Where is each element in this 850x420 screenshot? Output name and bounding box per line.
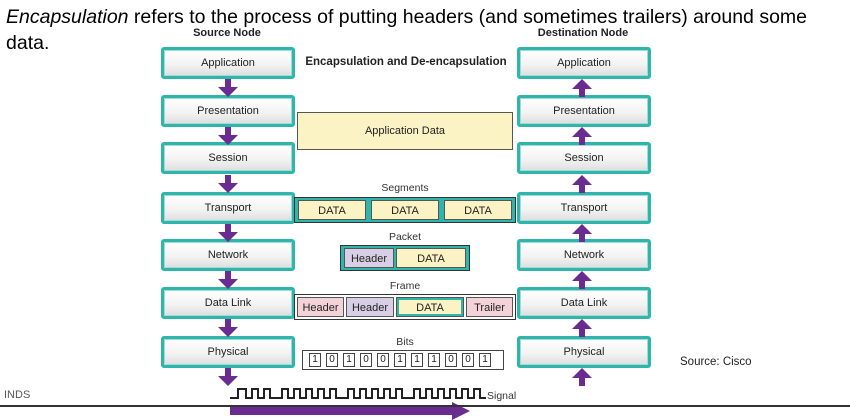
signal-label: Signal <box>487 390 517 402</box>
destination-layer-physical: Physical <box>517 336 651 368</box>
source-layer-network: Network <box>161 239 295 271</box>
intro-emphasis: Encapsulation <box>6 6 129 28</box>
source-layer-presentation: Presentation <box>161 95 295 127</box>
source-layer-physical: Physical <box>161 336 295 368</box>
destination-layer-session: Session <box>517 142 651 174</box>
down-arrow-icon <box>218 368 238 386</box>
bits-label: Bits <box>396 336 414 348</box>
frame-data-cell: DATA <box>396 297 464 317</box>
intro-rest: refers to the process of putting headers… <box>6 6 808 54</box>
bit-cell: 1 <box>343 353 355 367</box>
bits-frame <box>302 350 504 370</box>
destination-node-title: Destination Node <box>537 27 629 39</box>
up-arrow-icon <box>572 175 592 193</box>
frame-label: Frame <box>389 280 421 292</box>
application-data-box: Application Data <box>297 112 513 150</box>
source-layer-session: Session <box>161 142 295 174</box>
bit-cell: 0 <box>326 353 338 367</box>
bit-cell: 0 <box>445 353 457 367</box>
down-arrow-icon <box>218 79 238 97</box>
packet-header-cell: Header <box>344 248 394 268</box>
bit-cell: 1 <box>428 353 440 367</box>
source-layer-application: Application <box>161 47 295 79</box>
up-arrow-icon <box>572 368 592 386</box>
destination-layer-transport: Transport <box>517 192 651 224</box>
destination-layer-data-link: Data Link <box>517 287 651 319</box>
bit-cell: 0 <box>462 353 474 367</box>
source-layer-data-link: Data Link <box>161 287 295 319</box>
bit-cell: 1 <box>411 353 423 367</box>
bit-cell: 1 <box>479 353 491 367</box>
down-arrow-icon <box>218 319 238 337</box>
destination-layer-network: Network <box>517 239 651 271</box>
frame-header-cell: Header <box>346 297 394 317</box>
up-arrow-icon <box>572 319 592 337</box>
bit-cell: 0 <box>377 353 389 367</box>
bit-cell: 1 <box>394 353 406 367</box>
footer-fragment: INDS <box>4 389 31 401</box>
down-arrow-icon <box>218 271 238 289</box>
intro-text: Encapsulation refers to the process of p… <box>6 4 846 56</box>
packet-label: Packet <box>388 231 422 243</box>
signal-waveform <box>230 388 486 399</box>
frame-trailer-cell: Trailer <box>466 297 513 317</box>
bit-cell: 1 <box>309 353 321 367</box>
diagram-title: Encapsulation and De-encapsulation <box>305 56 507 68</box>
source-credit: Source: Cisco <box>680 356 752 368</box>
frame-header-cell: Header <box>297 297 344 317</box>
footer-divider <box>0 405 850 407</box>
segment-data-cell: DATA <box>298 200 366 220</box>
signal-direction-arrow-icon <box>230 402 470 420</box>
segments-label: Segments <box>381 182 429 194</box>
destination-layer-application: Application <box>517 47 651 79</box>
down-arrow-icon <box>218 175 238 193</box>
down-arrow-icon <box>218 127 238 145</box>
up-arrow-icon <box>572 224 592 242</box>
segment-data-cell: DATA <box>444 200 512 220</box>
up-arrow-icon <box>572 127 592 145</box>
bit-cell: 0 <box>360 353 372 367</box>
up-arrow-icon <box>572 79 592 97</box>
packet-data-cell: DATA <box>396 248 466 268</box>
destination-layer-presentation: Presentation <box>517 95 651 127</box>
source-layer-transport: Transport <box>161 192 295 224</box>
source-node-title: Source Node <box>193 27 261 39</box>
segment-data-cell: DATA <box>371 200 439 220</box>
down-arrow-icon <box>218 224 238 242</box>
up-arrow-icon <box>572 271 592 289</box>
